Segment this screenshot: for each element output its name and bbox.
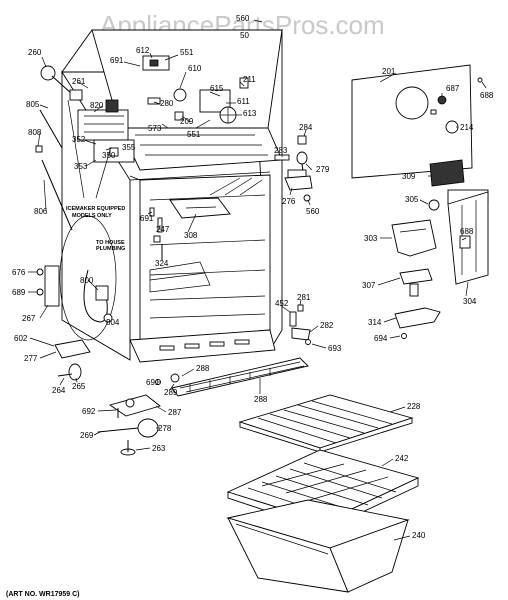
art-number: (ART NO. WR17959 C) (6, 591, 80, 598)
callout-247: 247 (156, 225, 170, 234)
callout-240: 240 (412, 531, 426, 540)
callout-308: 308 (184, 231, 198, 240)
callout-242: 242 (395, 454, 409, 463)
callout-602: 602 (14, 334, 28, 343)
callout-277: 277 (24, 354, 38, 363)
callout-452: 452 (275, 299, 289, 308)
callout-612: 612 (136, 46, 150, 55)
callout-551b: 551 (187, 130, 201, 139)
callout-693: 693 (328, 344, 342, 353)
callout-288a: 288 (196, 364, 210, 373)
callout-688b: 688 (460, 227, 474, 236)
callout-613: 613 (243, 109, 257, 118)
callout-688: 688 (480, 91, 494, 100)
callout-265: 265 (72, 382, 86, 391)
callout-676: 676 (12, 268, 26, 277)
callout-694: 694 (374, 334, 388, 343)
callout-692: 692 (82, 407, 96, 416)
callout-691b: 691 (140, 214, 154, 223)
bottom-grille-and-rollers (97, 357, 309, 456)
callout-211: 211 (243, 75, 256, 84)
callout-309: 309 (402, 172, 416, 181)
callout-228: 228 (407, 402, 421, 411)
callout-267: 267 (22, 314, 36, 323)
callout-280: 280 (160, 99, 174, 108)
callout-288b: 288 (254, 395, 268, 404)
icemaker-note-line2: MODELS ONLY (72, 213, 112, 219)
crisper-pan-240 (226, 499, 410, 593)
callout-214: 214 (460, 123, 474, 132)
callout-50: 50 (240, 31, 249, 40)
callout-355: 355 (122, 143, 136, 152)
callout-276: 276 (282, 197, 296, 206)
callout-689: 689 (12, 288, 26, 297)
callout-806: 806 (34, 207, 48, 216)
icemaker-assembly (77, 99, 135, 163)
callout-307: 307 (362, 281, 376, 290)
callout-269: 269 (80, 431, 94, 440)
plumbing-note-line2: PLUMBING (96, 246, 125, 252)
callout-551: 551 (180, 48, 194, 57)
callout-282: 282 (320, 321, 334, 330)
icemaker-plumbing-outline (59, 215, 117, 341)
callout-283: 283 (274, 146, 288, 155)
callout-560b: 560 (306, 207, 320, 216)
callout-209: 209 (180, 117, 194, 126)
callout-261: 261 (72, 77, 86, 86)
callout-352: 352 (72, 135, 86, 144)
glass-shelf-228 (238, 394, 414, 453)
left-side-parts (35, 65, 113, 381)
callout-691c: 691 (146, 378, 160, 387)
callout-281: 281 (297, 293, 311, 302)
callout-314: 314 (368, 318, 382, 327)
callout-279: 279 (316, 165, 330, 174)
callout-264: 264 (52, 386, 66, 395)
icemaker-note-line1: ICEMAKER EQUIPPED (66, 206, 125, 212)
leader-lines (28, 19, 487, 541)
callout-805: 805 (26, 100, 40, 109)
callout-691: 691 (110, 56, 124, 65)
callout-353: 353 (74, 162, 88, 171)
callout-305: 305 (405, 195, 419, 204)
callout-820: 820 (90, 101, 104, 110)
callout-615: 615 (210, 84, 224, 93)
callout-350: 350 (102, 151, 116, 160)
callout-610: 610 (188, 64, 202, 73)
callout-687: 687 (446, 84, 460, 93)
callout-287: 287 (168, 408, 182, 417)
callout-289: 289 (164, 388, 178, 397)
callout-804: 804 (106, 318, 120, 327)
damper-and-sensor-parts (274, 135, 313, 345)
callout-303: 303 (364, 234, 378, 243)
callout-808: 808 (28, 128, 42, 137)
callout-324: 324 (155, 259, 169, 268)
callout-304: 304 (463, 297, 477, 306)
callout-800: 800 (80, 276, 94, 285)
callout-278: 278 (158, 424, 172, 433)
dispenser-and-shelf-parts (391, 159, 489, 339)
callout-263: 263 (152, 444, 166, 453)
callout-260: 260 (28, 48, 42, 57)
callout-201: 201 (382, 67, 396, 76)
callout-611: 611 (237, 97, 250, 106)
callout-560: 560 (236, 14, 250, 23)
plumbing-note-line1: TO HOUSE (96, 240, 125, 246)
callout-573: 573 (148, 124, 162, 133)
callout-labels: 260 261 691 612 551 560 50 610 211 615 6… (12, 14, 494, 540)
callout-284: 284 (299, 123, 313, 132)
refrigerator-cabinet (59, 28, 283, 363)
freezer-back-panel (351, 64, 483, 179)
evaporator-fan-assembly (142, 55, 249, 124)
